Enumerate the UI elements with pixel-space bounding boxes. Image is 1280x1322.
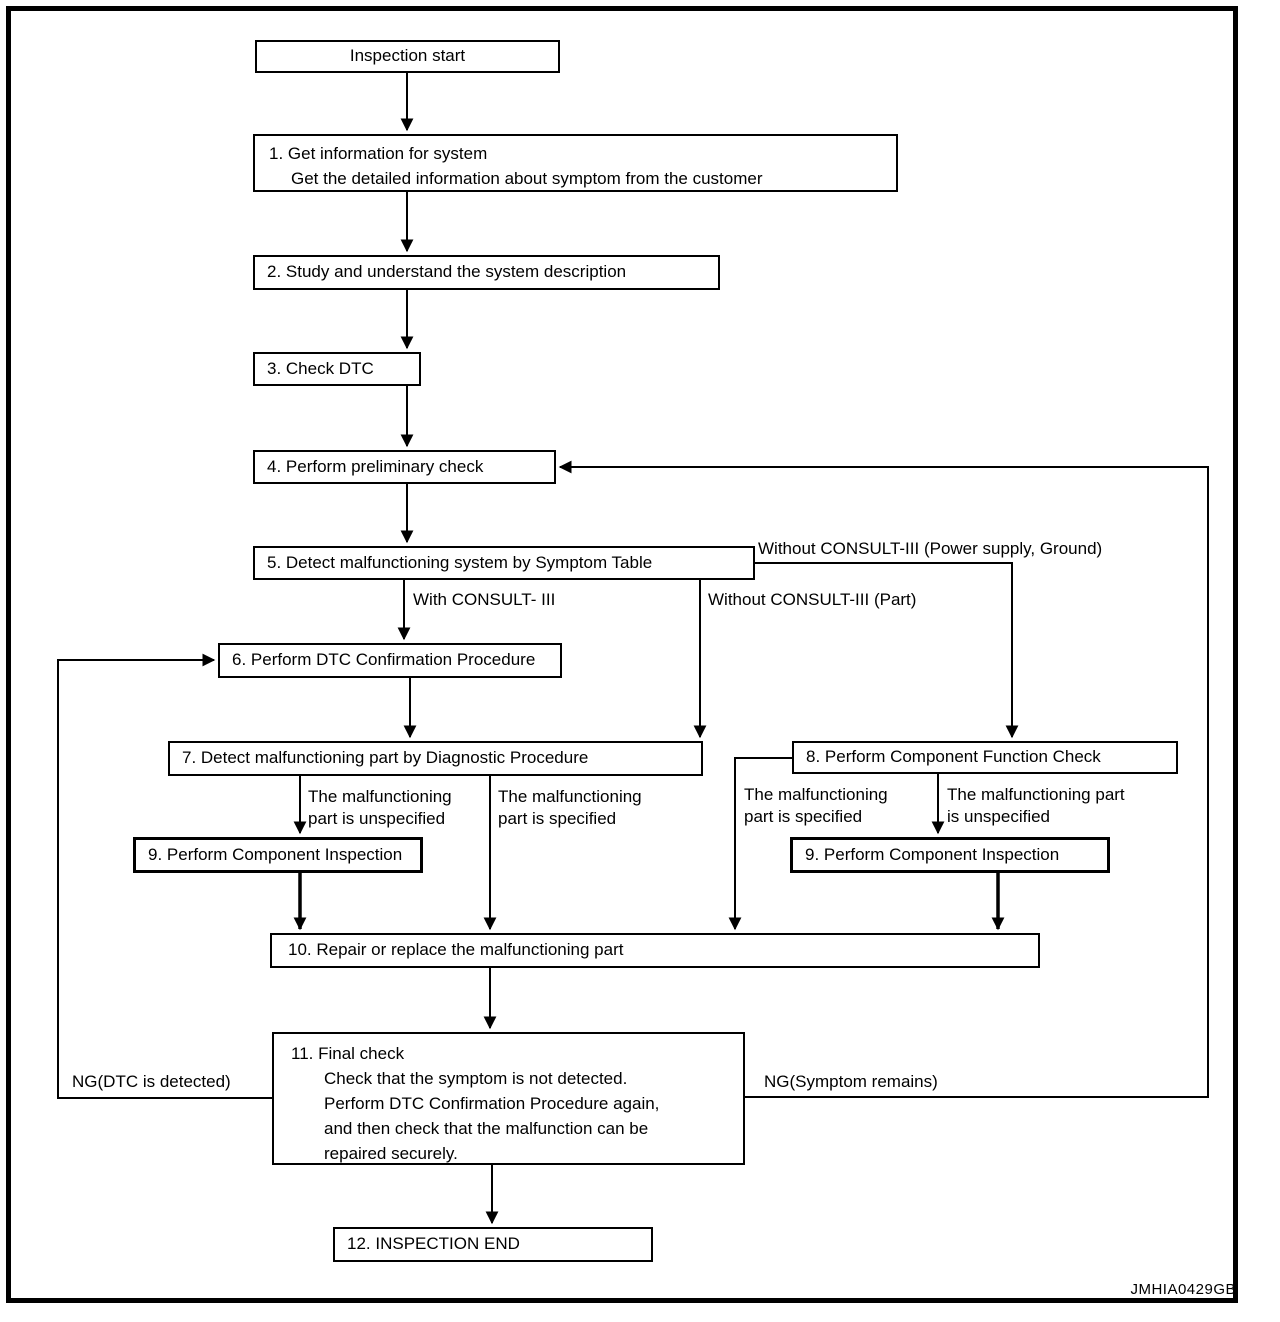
node-label: 8. Perform Component Function Check [806,747,1101,767]
node-label: 4. Perform preliminary check [267,456,484,476]
edge-step5-to-step8-without-consult-power [754,562,1019,739]
edge-label-line: part is specified [744,807,863,826]
node-label: 10. Repair or replace the malfunctioning… [288,940,624,960]
node-step-1: 1. Get information for system Get the de… [253,134,898,192]
edge-label-line: The malfunctioning part [947,785,1125,804]
edge-label-without-consult-part: Without CONSULT-III (Part) [708,590,917,609]
edge-label-step8-specified: The malfunctioning part is specified [744,784,888,828]
node-label-line-2: Get the detailed information about sympt… [291,169,763,188]
edge-label-line: part is specified [498,809,617,828]
node-step-11: 11. Final check Check that the symptom i… [272,1032,745,1165]
node-step-9-right: 9. Perform Component Inspection [790,837,1110,873]
node-step-4: 4. Perform preliminary check [253,450,556,484]
edge-label-ng-dtc: NG(DTC is detected) [72,1072,231,1091]
edge-label-line: The malfunctioning [498,787,642,806]
node-label: 12. INSPECTION END [347,1234,520,1254]
node-label: 9. Perform Component Inspection [805,844,1060,864]
node-label: Inspection start [349,46,466,66]
node-step-5: 5. Detect malfunctioning system by Sympt… [253,546,755,580]
edge-label-step8-unspecified: The malfunctioning part is unspecified [947,784,1125,828]
node-label-line-3: Perform DTC Confirmation Procedure again… [324,1094,660,1113]
edge-ng-symptom-loop-to-step4 [558,460,1209,1098]
node-label: 6. Perform DTC Confirmation Procedure [232,650,536,670]
node-label-line-1: 11. Final check [291,1044,405,1063]
node-label: 7. Detect malfunctioning part by Diagnos… [182,748,589,768]
edge-label-line: is unspecified [947,807,1051,826]
node-step-10: 10. Repair or replace the malfunctioning… [270,933,1040,968]
node-step-3: 3. Check DTC [253,352,421,386]
node-label-line-2: Check that the symptom is not detected. [324,1069,628,1088]
edge-label-line: part is unspecified [308,809,446,828]
node-step-7: 7. Detect malfunctioning part by Diagnos… [168,741,703,776]
node-label: 3. Check DTC [267,358,374,378]
figure-border [6,6,1238,1303]
edge-label-step7-unspecified: The malfunctioning part is unspecified [308,786,452,830]
node-label: 5. Detect malfunctioning system by Sympt… [267,552,653,572]
edge-step8-to-step10 [728,757,793,931]
node-label-line-1: 1. Get information for system [269,144,488,163]
node-label-line-5: repaired securely. [324,1144,458,1163]
node-label: 9. Perform Component Inspection [148,844,403,864]
node-step-12: 12. INSPECTION END [333,1227,653,1262]
edge-label-line: The malfunctioning [744,785,888,804]
edge-label-step7-specified: The malfunctioning part is specified [498,786,642,830]
edge-label-with-consult: With CONSULT- III [413,590,556,609]
edge-label-ng-symptom: NG(Symptom remains) [764,1072,938,1091]
edge-ng-dtc-loop-to-step6 [57,653,273,1099]
figure-code: JMHIA0429GB [1130,1281,1236,1298]
node-label: 2. Study and understand the system descr… [267,262,627,282]
node-step-6: 6. Perform DTC Confirmation Procedure [218,643,562,678]
node-step-9-left: 9. Perform Component Inspection [133,837,423,873]
node-step-2: 2. Study and understand the system descr… [253,255,720,290]
node-label-line-4: and then check that the malfunction can … [324,1119,649,1138]
node-step-8: 8. Perform Component Function Check [792,741,1178,774]
edge-label-without-consult-power: Without CONSULT-III (Power supply, Groun… [758,539,1103,558]
edge-label-line: The malfunctioning [308,787,452,806]
node-inspection-start: Inspection start [255,40,560,73]
